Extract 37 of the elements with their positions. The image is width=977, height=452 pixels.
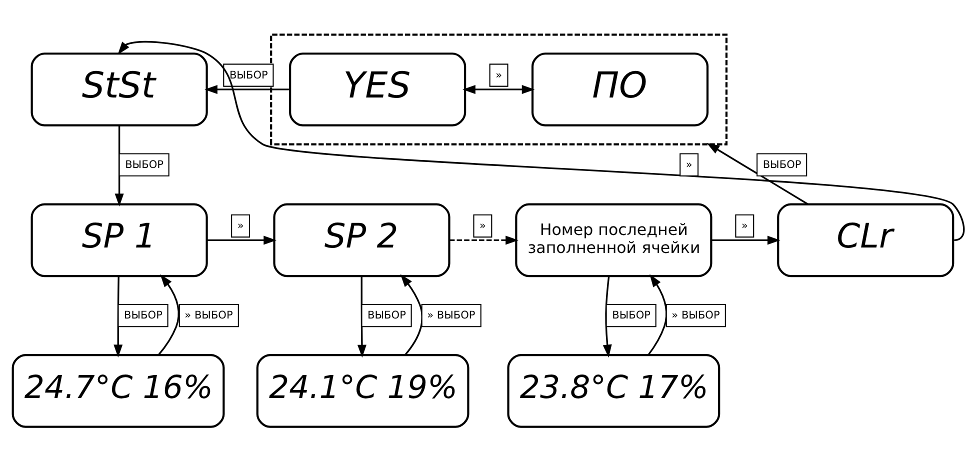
node-box: 23.8°C 17% xyxy=(507,354,720,428)
edge-label: » xyxy=(480,220,486,232)
edge-label: ВЫБОР xyxy=(124,309,162,322)
node-box: SP 2 xyxy=(273,202,450,277)
node-box: StSt xyxy=(30,52,208,126)
node-box: 24.7°C 16% xyxy=(12,354,225,428)
edge-label: ВЫБОР xyxy=(762,158,802,170)
arrow xyxy=(158,274,180,356)
node-box: CLr xyxy=(777,202,954,277)
arrow xyxy=(400,274,423,355)
edge-label: » ВЫБОР xyxy=(672,309,720,322)
arrow xyxy=(602,276,612,358)
arrow xyxy=(450,235,518,244)
edge-label: ВЫБОР xyxy=(612,309,650,322)
arrow xyxy=(204,84,290,94)
node-box: SP 1 xyxy=(30,202,208,277)
edge-label: » ВЫБОР xyxy=(427,309,476,322)
arrow xyxy=(462,84,535,94)
edge-label: » xyxy=(686,158,692,170)
arrow xyxy=(711,235,780,244)
arrow xyxy=(648,274,668,356)
arrow xyxy=(114,124,124,206)
arrow xyxy=(114,276,123,358)
node-box: YES xyxy=(289,52,466,126)
edge-label: » xyxy=(496,68,502,81)
node-box: ПО xyxy=(531,52,709,126)
arrow xyxy=(357,276,366,358)
edge-label: » ВЫБОР xyxy=(184,309,233,322)
edge-label: ВЫБОР xyxy=(368,309,406,322)
cluster xyxy=(270,33,728,145)
edge-label: » xyxy=(237,220,244,232)
edge-label: » xyxy=(742,220,748,232)
edge-label: ВЫБОР xyxy=(125,158,164,170)
node-box: 24.1°C 19% xyxy=(256,354,470,428)
arrow xyxy=(206,235,276,244)
node-box: Номер последней заполненной ячейки xyxy=(515,202,712,277)
edge-label: ВЫБОР xyxy=(229,68,268,81)
